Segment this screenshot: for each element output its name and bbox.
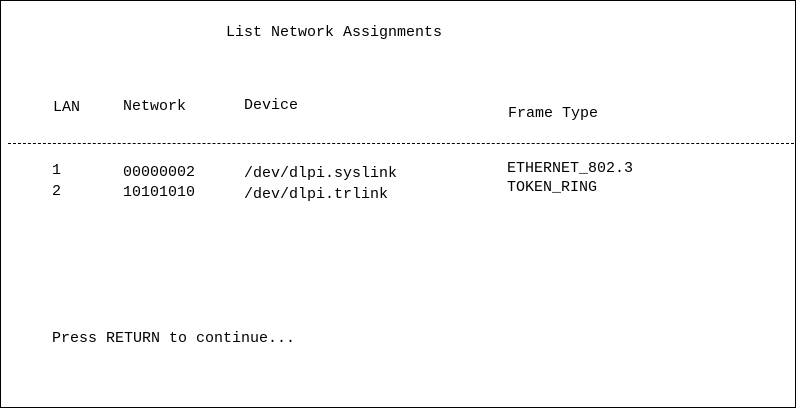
- row-2-lan: 2: [52, 183, 62, 200]
- column-header-frame-type: Frame Type: [508, 105, 599, 122]
- column-header-device: Device: [244, 97, 299, 114]
- continue-prompt: Press RETURN to continue...: [52, 330, 296, 347]
- row-1-frame-type: ETHERNET_802.3: [507, 160, 634, 177]
- row-2-device: /dev/dlpi.trlink: [244, 186, 389, 203]
- row-1-device: /dev/dlpi.syslink: [244, 165, 398, 182]
- screen-title: List Network Assignments: [226, 24, 443, 41]
- row-1-lan: 1: [52, 162, 62, 179]
- row-2-network: 10101010: [123, 184, 196, 201]
- dashed-divider: [8, 143, 794, 144]
- column-header-network: Network: [123, 98, 187, 115]
- row-1-network: 00000002: [123, 164, 196, 181]
- row-2-frame-type: TOKEN_RING: [507, 179, 598, 196]
- column-header-lan: LAN: [53, 99, 81, 116]
